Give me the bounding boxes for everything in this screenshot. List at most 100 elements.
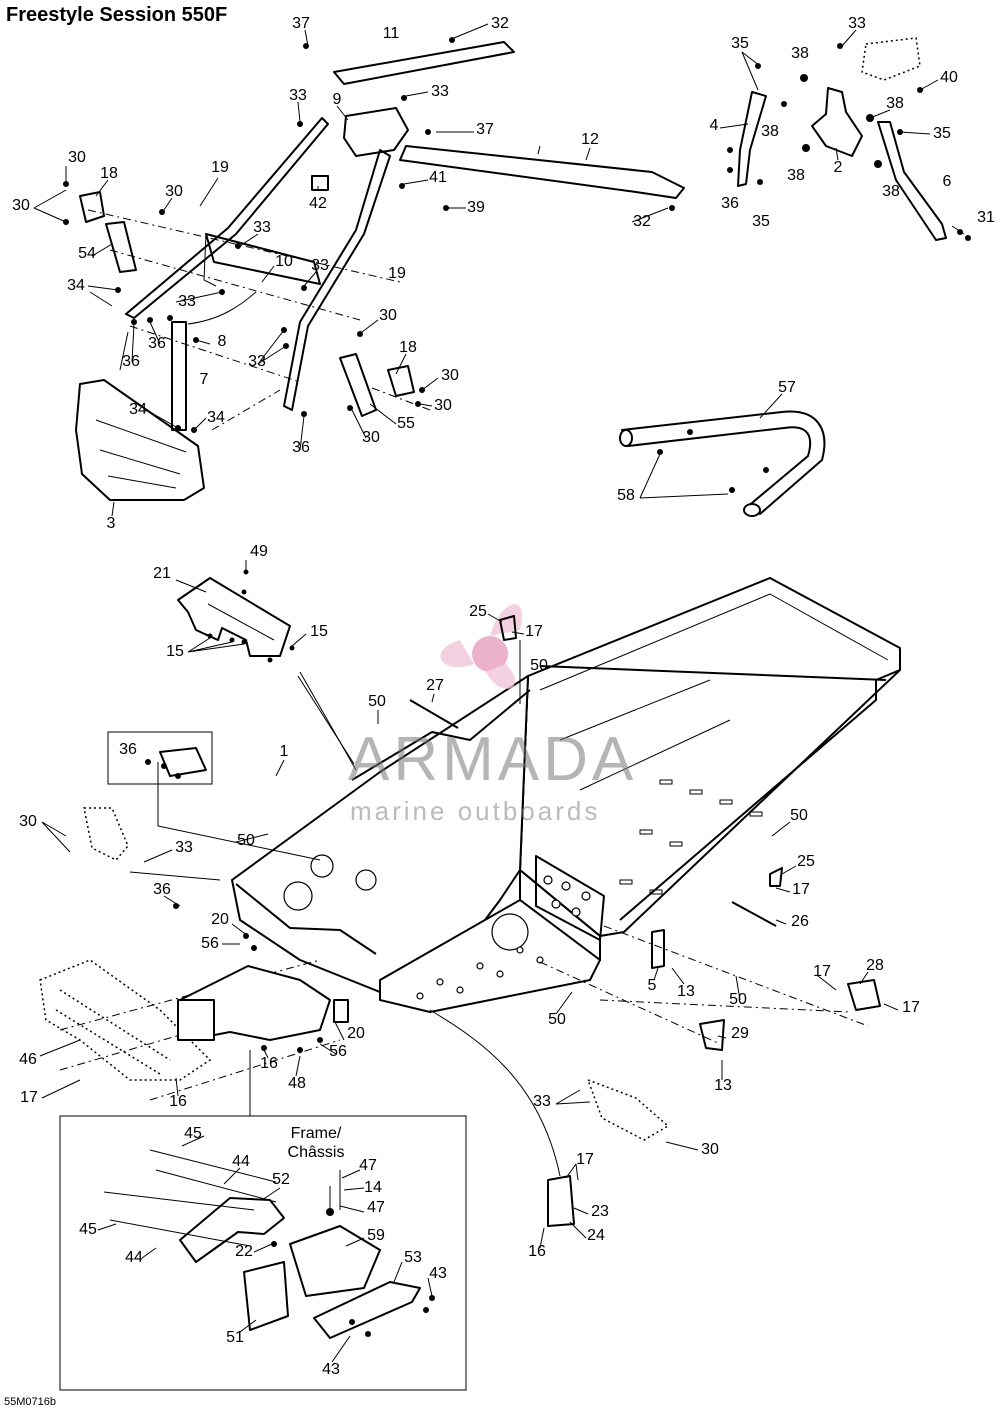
callout-37: 37 [292,15,310,32]
callout-35: 35 [752,213,770,230]
callout-56: 56 [329,1043,347,1060]
leader-lines [33,23,965,1363]
callout-36: 36 [122,353,140,370]
callout-36: 36 [292,439,310,456]
callout-30: 30 [68,149,86,166]
callout-15: 15 [310,623,328,640]
callout-12: 12 [581,131,599,148]
callout-19: 19 [388,265,406,282]
callout-33: 33 [253,219,271,236]
frame-inset-label: Frame/ Châssis [276,1124,356,1162]
callout-33: 33 [431,83,449,100]
callout-8: 8 [218,333,227,350]
callout-17: 17 [813,963,831,980]
callout-44: 44 [125,1249,143,1266]
footrest-pan [379,899,601,1013]
callout-40: 40 [940,69,958,86]
callout-50: 50 [548,1011,566,1028]
callout-53: 53 [404,1249,422,1266]
callout-50: 50 [530,657,548,674]
part-6-support-arm [877,121,947,241]
part-18-left-bracket [79,191,105,223]
callout-17: 17 [902,999,920,1016]
callout-1: 1 [280,743,289,760]
callout-37: 37 [476,121,494,138]
steering-support-assembly [63,37,685,501]
callout-34: 34 [129,401,147,418]
callout-54: 54 [78,245,96,262]
callout-55: 55 [397,415,415,432]
callout-11: 11 [383,25,400,42]
callout-27: 27 [426,677,444,694]
callout-30: 30 [701,1141,719,1158]
front-suspension-mount [173,903,349,1053]
callout-30: 30 [441,367,459,384]
callout-33: 33 [248,353,266,370]
callout-7: 7 [200,371,209,388]
callout-35: 35 [933,125,951,142]
part-27-rail [409,699,459,729]
frame-label-line2: Châssis [287,1144,345,1161]
callout-26: 26 [791,913,809,930]
callout-16: 16 [169,1093,187,1110]
part-28-bracket [847,979,881,1011]
watermark-propeller [440,604,523,689]
callout-48: 48 [288,1075,306,1092]
callout-43: 43 [322,1361,340,1378]
part-19-left-tube [125,117,329,319]
callout-39: 39 [467,199,485,216]
callout-17: 17 [525,623,543,640]
part-52-plate [179,1197,285,1263]
callout-9: 9 [333,91,342,108]
part-33-ghost-bracket [861,37,921,81]
part-18-right-bracket [387,365,415,397]
callout-38: 38 [761,123,779,140]
part-59-plate [289,1225,381,1297]
figure-code: 55M0716b [4,1396,56,1408]
callout-51: 51 [226,1329,244,1346]
callout-20: 20 [211,911,229,928]
callout-36: 36 [153,881,171,898]
callout-17: 17 [792,881,810,898]
callout-13: 13 [714,1077,732,1094]
watermark-tagline: marine outboards [350,796,601,826]
main-tunnel-chassis [231,577,901,1013]
part-53-plate [313,1281,421,1339]
callout-45: 45 [184,1125,202,1142]
callout-25: 25 [797,853,815,870]
callout-15: 15 [166,643,184,660]
callout-29: 29 [731,1025,749,1042]
callout-17: 17 [20,1089,38,1106]
part-42-pin [311,175,329,191]
callout-36: 36 [119,741,137,758]
callout-44: 44 [232,1153,250,1170]
steering-post-assembly [727,37,971,241]
callout-24: 24 [587,1227,605,1244]
callout-42: 42 [309,195,327,212]
part-26-rail [731,901,777,927]
callout-18: 18 [399,339,417,356]
callout-50: 50 [729,991,747,1008]
callout-6: 6 [943,173,952,190]
part-10-crossmember [205,233,321,285]
callout-34: 34 [67,277,85,294]
callout-10: 10 [275,253,293,270]
callout-20: 20 [347,1025,365,1042]
callout-31: 31 [977,209,995,226]
callout-59: 59 [367,1227,385,1244]
callout-33: 33 [175,839,193,856]
frame-label-line1: Frame/ [290,1125,342,1142]
callout-38: 38 [882,183,900,200]
part-36-inset [107,731,213,785]
callout-32: 32 [491,15,509,32]
callout-33: 33 [289,87,307,104]
callout-52: 52 [272,1171,290,1188]
callout-36: 36 [148,335,166,352]
callout-22: 22 [235,1243,253,1260]
watermark-brand: ARMADA [348,725,638,794]
callout-2: 2 [834,159,843,176]
callout-36: 36 [721,195,739,212]
